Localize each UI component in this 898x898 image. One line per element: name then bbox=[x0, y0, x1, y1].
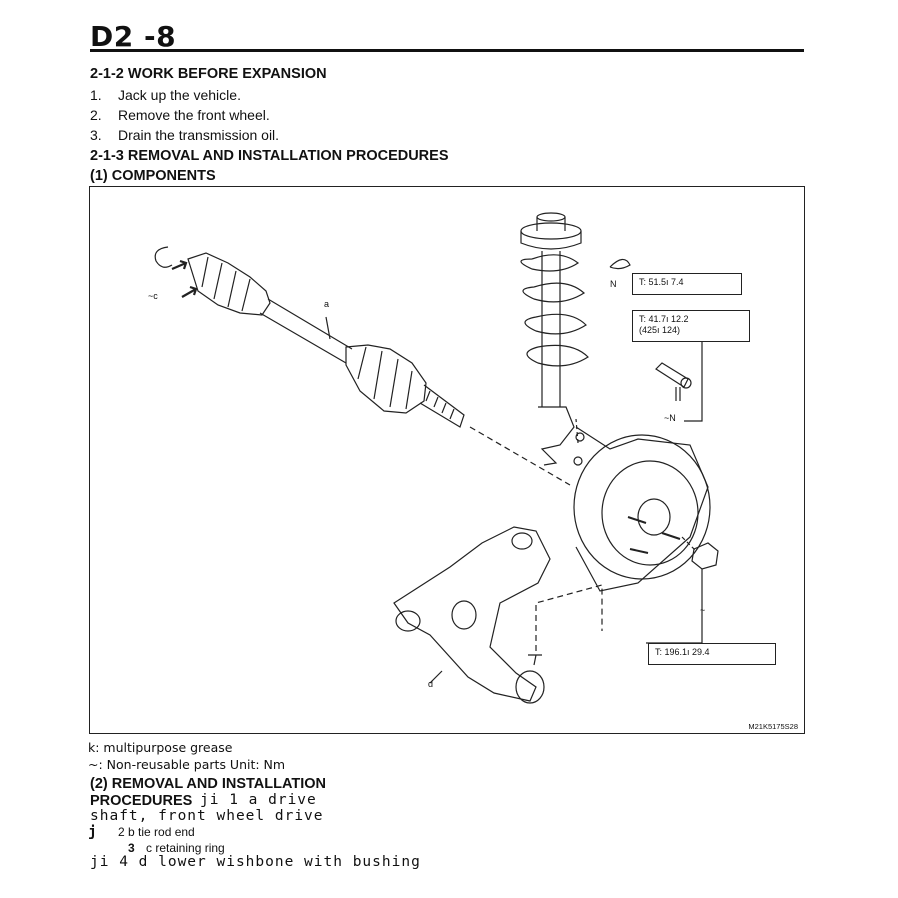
steering-knuckle bbox=[575, 426, 709, 592]
removal-item-lower-wishbone: ji 4 d lower wishbone with bushing bbox=[90, 854, 421, 870]
figure-id: M21K5175S28 bbox=[748, 722, 798, 731]
label-tilde: ~ bbox=[700, 605, 706, 615]
section-heading-removal: 2-1-3 REMOVAL AND INSTALLATION PROCEDURE… bbox=[90, 148, 449, 164]
torque-spec-1: T: 51.5ı 7.4 bbox=[632, 273, 742, 295]
legend-non-reusable: ~: Non-reusable parts Unit: Nm bbox=[88, 757, 286, 772]
strut-mount bbox=[520, 222, 582, 240]
step-text: Jack up the vehicle. bbox=[118, 87, 241, 103]
strut-body bbox=[541, 251, 561, 407]
brake-disc bbox=[573, 434, 711, 580]
removal-item-drive-shaft-cont: shaft, front wheel drive bbox=[90, 808, 324, 824]
torque-spec-3: T: 196.1ı 29.4 bbox=[648, 643, 776, 665]
coil-spring bbox=[520, 254, 580, 272]
step-number: 3. bbox=[90, 127, 102, 143]
removal-heading: (2) REMOVAL AND INSTALLATION bbox=[90, 776, 327, 792]
lower-wishbone bbox=[393, 526, 551, 702]
step-item: 3. Drain the transmission oil. bbox=[90, 127, 279, 143]
removal-heading-cont: PROCEDURES bbox=[90, 793, 193, 809]
header-rule bbox=[90, 49, 804, 52]
removal-item-retaining-ring: c retaining ring bbox=[146, 841, 225, 855]
components-figure: T: 51.5ı 7.4 T: 41.7ı 12.2 (425ı 124) T:… bbox=[89, 186, 805, 734]
tie-rod-end bbox=[655, 362, 689, 388]
page-code: D2 -8 bbox=[90, 20, 177, 53]
inner-cv-boot bbox=[187, 252, 271, 316]
outer-cv-boot bbox=[345, 344, 427, 414]
components-heading: (1) COMPONENTS bbox=[90, 168, 216, 184]
step-number: 1. bbox=[90, 87, 102, 103]
torque-spec-2-alt: (425ı 124) bbox=[639, 325, 681, 335]
label-d: d bbox=[428, 679, 434, 689]
step-item: 1. Jack up the vehicle. bbox=[90, 87, 241, 103]
step-text: Drain the transmission oil. bbox=[118, 127, 280, 143]
step-item: 2. Remove the front wheel. bbox=[90, 107, 270, 123]
step-text: Remove the front wheel. bbox=[118, 107, 270, 123]
label-a: a bbox=[324, 299, 330, 309]
label-n: N bbox=[610, 279, 617, 289]
torque-spec-2-value: T: 41.7ı 12.2 bbox=[639, 314, 689, 324]
legend-grease: k: multipurpose grease bbox=[88, 740, 233, 755]
torque-spec-2: T: 41.7ı 12.2 (425ı 124) bbox=[632, 310, 750, 342]
removal-item-symbol: j bbox=[88, 824, 98, 840]
label-n-tilde: ~N bbox=[664, 413, 676, 423]
hub-nut bbox=[691, 542, 719, 570]
label-c: ~c bbox=[148, 291, 158, 301]
retaining-ring-icon bbox=[154, 246, 173, 268]
removal-item-tie-rod: 2 b tie rod end bbox=[118, 825, 195, 839]
section-heading-work-before: 2-1-2 WORK BEFORE EXPANSION bbox=[90, 66, 327, 82]
removal-item-number: 3 bbox=[128, 841, 135, 855]
cotter-pin bbox=[609, 258, 631, 270]
step-number: 2. bbox=[90, 107, 102, 123]
removal-item-drive-shaft: ji 1 a drive bbox=[200, 792, 317, 808]
